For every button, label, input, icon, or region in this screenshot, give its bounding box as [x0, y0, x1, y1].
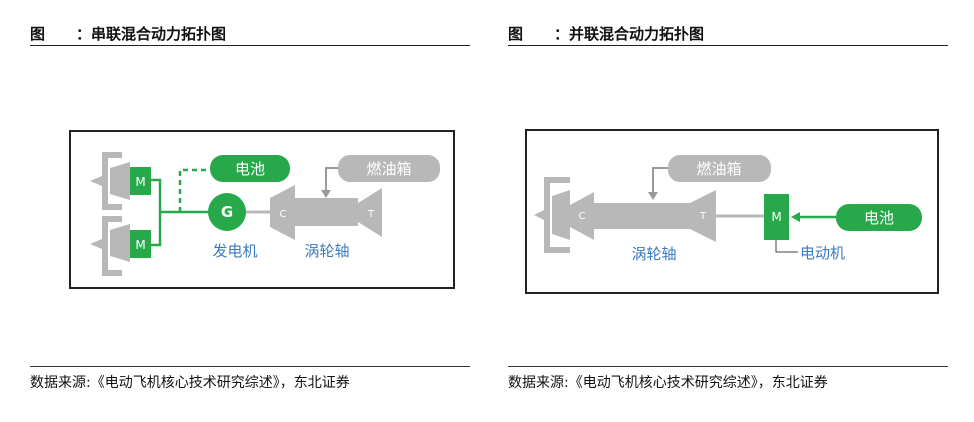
turboshaft-caption: 涡轮轴 [304, 242, 349, 260]
motor-label: M [771, 210, 781, 224]
turboshaft-body [594, 203, 690, 229]
fuel-feed-arrow-icon [648, 192, 658, 200]
fuel-tank [668, 155, 771, 182]
series-hybrid-diagram: M M 电池 G C T 燃油箱 发电机 涡轮轴 [69, 130, 455, 289]
turboshaft-caption: 涡轮轴 [631, 245, 676, 263]
fuel-feed-line [325, 167, 338, 192]
parallel-hybrid-diagram: C T 燃油箱 M 电池 涡轮轴 电动机 [525, 129, 939, 294]
turboshaft-body [295, 198, 358, 226]
series-hybrid-panel: 图 ：串联混合动力拓扑图 M M [30, 0, 470, 422]
motor-top-label: M [135, 175, 145, 189]
motor-caption: 电动机 [800, 244, 845, 262]
figure-label: 图 [30, 25, 46, 43]
figure-title-text: ：串联混合动力拓扑图 [76, 25, 227, 43]
compressor-icon [570, 192, 594, 240]
figure-label: 图 [508, 25, 524, 43]
generator-caption: 发电机 [212, 242, 257, 260]
motor-caption-leader [775, 240, 798, 253]
figure-title: 图 ：串联混合动力拓扑图 [30, 24, 470, 46]
turbine-icon [358, 188, 382, 237]
fuel-tank [338, 155, 440, 182]
motor-bottom [130, 230, 151, 258]
turbine-label: T [367, 209, 375, 220]
battery-feed-arrow-icon [791, 212, 800, 222]
propeller-top-icon [90, 152, 130, 210]
figure-title-text: ：并联混合动力拓扑图 [554, 25, 705, 43]
propeller-bottom-icon [90, 216, 130, 276]
motor-top [130, 167, 151, 195]
generator-icon [208, 193, 246, 231]
fuel-feed-line [652, 167, 668, 194]
diagram-frame [69, 130, 455, 289]
battery [210, 155, 290, 182]
propeller-icon [534, 177, 570, 253]
fuel-feed-arrow-icon [321, 190, 331, 198]
compressor-label: C [579, 211, 586, 222]
turbine-label: T [699, 211, 707, 222]
figure-source: 数据来源:《电动飞机核心技术研究综述》，东北证券 [508, 366, 948, 392]
figure-title: 图 ：并联混合动力拓扑图 [508, 24, 948, 46]
generator-label: G [221, 203, 233, 221]
parallel-hybrid-panel: 图 ：并联混合动力拓扑图 C T 燃油箱 M 电池 [508, 0, 948, 422]
battery [836, 204, 922, 231]
battery-label: 电池 [235, 160, 265, 178]
motor [764, 194, 789, 240]
figure-source: 数据来源:《电动飞机核心技术研究综述》，东北证券 [30, 366, 470, 392]
battery-dashed-line [178, 168, 210, 212]
motor-bottom-label: M [135, 238, 145, 252]
turbine-icon [690, 190, 716, 242]
fuel-tank-label: 燃油箱 [366, 160, 411, 178]
battery-label: 电池 [864, 209, 894, 227]
compressor-label: C [280, 209, 287, 220]
fuel-tank-label: 燃油箱 [696, 160, 741, 178]
power-lines [151, 178, 210, 247]
compressor-icon [270, 185, 295, 240]
